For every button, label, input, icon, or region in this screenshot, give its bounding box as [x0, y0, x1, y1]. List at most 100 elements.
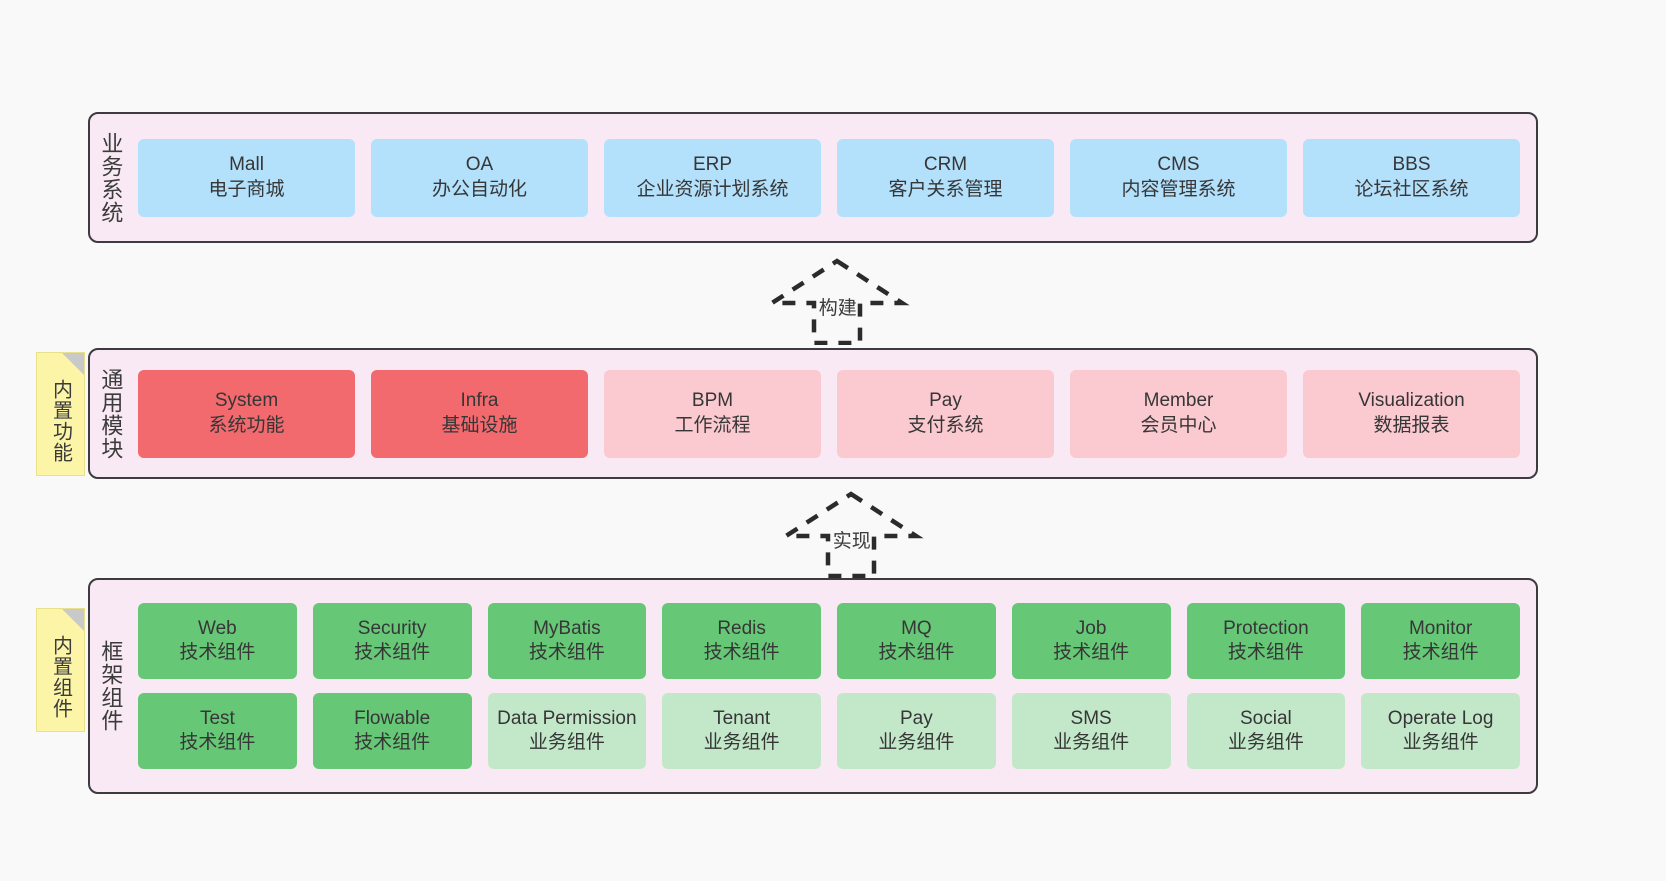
node-bpm[interactable]: BPM 工作流程 [604, 369, 821, 458]
node-title: Protection [1223, 617, 1309, 639]
node-desc: 办公自动化 [431, 178, 527, 200]
node-flowable[interactable]: Flowable 技术组件 [312, 693, 472, 769]
node-title: Flowable [354, 707, 431, 729]
connector-build-label: 构建 [818, 298, 857, 319]
node-desc: 支付系统 [907, 414, 984, 436]
node-crm[interactable]: CRM 客户关系管理 [837, 138, 1054, 217]
node-desc: 数据报表 [1373, 414, 1450, 436]
framework-layer-label: 框架组件 [98, 640, 124, 732]
framework-layer-body: Web 技术组件 Security 技术组件 MyBatis 技术组件 Redi… [130, 580, 1536, 792]
node-desc: 内容管理系统 [1121, 178, 1236, 200]
node-desc: 客户关系管理 [888, 178, 1003, 200]
node-desc: 业务组件 [1053, 732, 1130, 753]
node-desc: 技术组件 [179, 732, 256, 753]
node-title: OA [465, 154, 494, 176]
business-systems-layer: 业务系统 Mall 电子商城 OA 办公自动化 ERP 企业资源计划系统 CRM… [88, 112, 1538, 243]
node-desc: 系统功能 [208, 414, 285, 436]
connector-build: 构建 [752, 255, 922, 345]
connector-implement-label: 实现 [832, 531, 871, 552]
framework-tech-row: Web 技术组件 Security 技术组件 MyBatis 技术组件 Redi… [138, 603, 1520, 679]
node-title: ERP [692, 154, 733, 176]
node-title: BPM [691, 390, 734, 412]
modules-node-row: System 系统功能 Infra 基础设施 BPM 工作流程 Pay 支付系统… [138, 369, 1520, 458]
node-pay[interactable]: Pay 支付系统 [837, 369, 1054, 458]
node-protection[interactable]: Protection 技术组件 [1186, 603, 1346, 679]
node-desc: 论坛社区系统 [1354, 178, 1469, 200]
node-desc: 技术组件 [354, 642, 431, 663]
node-title: MyBatis [533, 617, 601, 639]
node-desc: 基础设施 [441, 414, 518, 436]
node-security[interactable]: Security 技术组件 [312, 603, 472, 679]
node-mq[interactable]: MQ 技术组件 [837, 603, 996, 679]
modules-layer-body: System 系统功能 Infra 基础设施 BPM 工作流程 Pay 支付系统… [130, 350, 1536, 477]
node-bbs[interactable]: BBS 论坛社区系统 [1303, 138, 1520, 217]
node-redis[interactable]: Redis 技术组件 [662, 603, 821, 679]
node-title: Job [1075, 617, 1107, 639]
node-erp[interactable]: ERP 企业资源计划系统 [604, 138, 821, 217]
node-desc: 工作流程 [674, 414, 751, 436]
node-data-permission[interactable]: Data Permission 业务组件 [487, 693, 647, 769]
business-layer-body: Mall 电子商城 OA 办公自动化 ERP 企业资源计划系统 CRM 客户关系… [130, 114, 1536, 241]
node-desc: 技术组件 [1053, 642, 1130, 663]
node-mybatis[interactable]: MyBatis 技术组件 [487, 603, 647, 679]
sticky-note-text: 内置功能 [49, 379, 72, 463]
node-desc: 技术组件 [528, 642, 605, 663]
node-pay-biz[interactable]: Pay 业务组件 [837, 693, 996, 769]
sticky-note-builtin-features: 内置功能 [36, 352, 85, 476]
node-test[interactable]: Test 技术组件 [138, 693, 297, 769]
business-layer-label: 业务系统 [98, 131, 124, 224]
node-title: SMS [1070, 707, 1112, 729]
node-title: Tenant [713, 707, 771, 729]
node-title: Social [1240, 707, 1292, 729]
node-title: Redis [717, 617, 766, 639]
node-social[interactable]: Social 业务组件 [1186, 693, 1346, 769]
framework-components-layer: 框架组件 Web 技术组件 Security 技术组件 MyBatis 技术组件… [88, 578, 1538, 794]
node-desc: 业务组件 [1402, 732, 1479, 753]
modules-layer-label: 通用模块 [98, 367, 124, 460]
node-desc: 技术组件 [179, 642, 256, 663]
node-title: Monitor [1408, 617, 1473, 639]
node-title: CRM [923, 154, 968, 176]
node-member[interactable]: Member 会员中心 [1070, 369, 1287, 458]
business-node-row: Mall 电子商城 OA 办公自动化 ERP 企业资源计划系统 CRM 客户关系… [138, 138, 1520, 217]
node-title: CMS [1157, 154, 1200, 176]
node-mall[interactable]: Mall 电子商城 [138, 138, 355, 217]
node-tenant[interactable]: Tenant 业务组件 [662, 693, 821, 769]
node-desc: 技术组件 [878, 642, 955, 663]
node-title: Visualization [1358, 390, 1465, 412]
node-sms[interactable]: SMS 业务组件 [1011, 693, 1171, 769]
node-desc: 技术组件 [1402, 642, 1479, 663]
node-title: Security [357, 617, 427, 639]
node-title: Operate Log [1387, 707, 1494, 729]
connector-implement: 实现 [766, 488, 936, 578]
sticky-note-text: 内置组件 [49, 635, 72, 719]
node-desc: 业务组件 [703, 732, 780, 753]
node-cms[interactable]: CMS 内容管理系统 [1070, 138, 1287, 217]
common-modules-layer: 通用模块 System 系统功能 Infra 基础设施 BPM 工作流程 Pay… [88, 348, 1538, 479]
node-operate-log[interactable]: Operate Log 业务组件 [1361, 693, 1520, 769]
node-title: Pay [900, 707, 933, 729]
framework-biz-row: Test 技术组件 Flowable 技术组件 Data Permission … [138, 693, 1520, 769]
node-title: System [214, 390, 279, 412]
node-web[interactable]: Web 技术组件 [138, 603, 297, 679]
node-title: Pay [929, 390, 962, 412]
node-desc: 技术组件 [354, 732, 431, 753]
node-title: Data Permission [497, 707, 637, 729]
node-title: Test [199, 707, 235, 729]
node-visualization[interactable]: Visualization 数据报表 [1303, 369, 1520, 458]
node-title: Infra [460, 390, 499, 412]
sticky-note-builtin-components: 内置组件 [36, 608, 85, 732]
node-title: Member [1143, 390, 1214, 412]
node-desc: 业务组件 [878, 732, 955, 753]
node-system[interactable]: System 系统功能 [138, 369, 355, 458]
node-title: MQ [901, 617, 932, 639]
node-job[interactable]: Job 技术组件 [1011, 603, 1171, 679]
node-infra[interactable]: Infra 基础设施 [371, 369, 588, 458]
node-desc: 企业资源计划系统 [636, 178, 789, 200]
node-desc: 技术组件 [703, 642, 780, 663]
node-title: Web [198, 617, 237, 639]
node-monitor[interactable]: Monitor 技术组件 [1361, 603, 1520, 679]
node-oa[interactable]: OA 办公自动化 [371, 138, 588, 217]
node-desc: 会员中心 [1140, 414, 1217, 436]
